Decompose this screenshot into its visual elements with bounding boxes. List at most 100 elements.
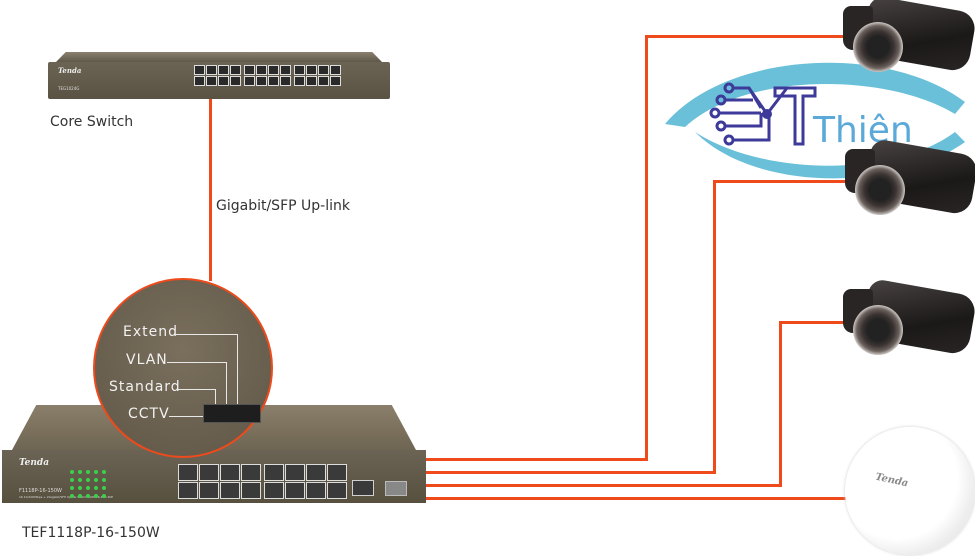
wire-camera-3-vertical [779, 321, 782, 487]
status-led [70, 478, 74, 482]
poe-port[interactable] [178, 464, 198, 481]
mode-standard: Standard [109, 379, 181, 395]
poe-port[interactable] [285, 482, 305, 499]
core-port[interactable] [206, 76, 217, 86]
poe-port[interactable] [220, 464, 240, 481]
camera-lens-icon [853, 305, 903, 355]
ip-camera-3[interactable] [843, 278, 975, 363]
core-port[interactable] [294, 65, 305, 75]
core-port[interactable] [318, 76, 329, 86]
ceiling-access-point[interactable]: Tenda [845, 427, 975, 555]
status-led [102, 486, 106, 490]
wire-camera-1-vertical [645, 35, 648, 461]
status-led [86, 478, 90, 482]
status-led [86, 494, 90, 498]
core-port[interactable] [306, 65, 317, 75]
mode-vlan-drop [226, 362, 227, 404]
camera-lens-icon [853, 22, 903, 72]
status-led [94, 486, 98, 490]
core-switch-brand: Tenda [58, 66, 82, 75]
core-port[interactable] [294, 76, 305, 86]
mode-dip-switch[interactable] [203, 404, 261, 423]
mode-extend: Extend [123, 324, 178, 340]
mode-extend-line [175, 334, 238, 335]
core-port[interactable] [218, 65, 229, 75]
core-port[interactable] [280, 76, 291, 86]
wire-camera-3 [426, 484, 782, 487]
poe-port[interactable] [264, 464, 284, 481]
poe-port[interactable] [306, 482, 326, 499]
core-port[interactable] [244, 76, 255, 86]
poe-port[interactable] [327, 464, 347, 481]
poe-port[interactable] [241, 464, 261, 481]
mode-cctv-line [169, 416, 203, 417]
wire-access-point [426, 497, 856, 500]
ip-camera-2[interactable] [845, 138, 975, 223]
access-switch-front-desc: 16 10/100Mbps + 2Gigabit/SFP Uplink Swit… [19, 495, 114, 499]
status-led [86, 470, 90, 474]
status-led [102, 470, 106, 474]
core-port[interactable] [230, 76, 241, 86]
status-led [102, 478, 106, 482]
status-led [86, 486, 90, 490]
access-switch-front: Tenda F1118P-16-150W 16 10/100Mbps + 2Gi… [2, 450, 426, 503]
uplink-wire [209, 99, 212, 281]
poe-port[interactable] [241, 482, 261, 499]
core-port[interactable] [194, 76, 205, 86]
core-port[interactable] [280, 65, 291, 75]
status-led [78, 470, 82, 474]
status-led [70, 470, 74, 474]
core-port[interactable] [230, 65, 241, 75]
core-port[interactable] [206, 65, 217, 75]
core-port[interactable] [244, 65, 255, 75]
status-led [78, 486, 82, 490]
wire-camera-2 [426, 471, 716, 474]
core-switch[interactable]: Tenda TEG1024G [48, 52, 390, 99]
mode-vlan-line [167, 362, 227, 363]
core-port[interactable] [218, 76, 229, 86]
uplink-port-g1[interactable] [352, 480, 374, 496]
ap-brand: Tenda [874, 471, 910, 490]
core-port[interactable] [256, 76, 267, 86]
access-switch-label: TEF1118P-16-150W [22, 525, 160, 541]
wire-camera-3-top [779, 321, 851, 324]
wire-camera-1 [426, 458, 648, 461]
wire-camera-2-top [713, 180, 853, 183]
poe-port[interactable] [199, 482, 219, 499]
access-switch-front-model: F1118P-16-150W [19, 488, 62, 494]
core-port[interactable] [268, 76, 279, 86]
status-led [94, 470, 98, 474]
poe-port[interactable] [178, 482, 198, 499]
status-led [78, 494, 82, 498]
mode-standard-drop [215, 389, 216, 404]
poe-port[interactable] [220, 482, 240, 499]
access-switch-brand: Tenda [19, 458, 50, 468]
core-port[interactable] [318, 65, 329, 75]
core-port[interactable] [330, 65, 341, 75]
mode-switch-callout: Extend VLAN Standard CCTV [93, 278, 273, 458]
poe-port[interactable] [285, 464, 305, 481]
status-led [102, 494, 106, 498]
access-switch[interactable]: Tenda F1118P-16-150W 16 10/100Mbps + 2Gi… [2, 405, 426, 503]
status-led [70, 486, 74, 490]
ip-camera-1[interactable] [843, 0, 975, 80]
camera-lens-icon [855, 165, 905, 215]
core-port[interactable] [268, 65, 279, 75]
poe-port[interactable] [264, 482, 284, 499]
core-port[interactable] [194, 65, 205, 75]
wire-camera-1-top [645, 35, 850, 38]
poe-port[interactable] [306, 464, 326, 481]
uplink-label: Gigabit/SFP Up-link [216, 198, 350, 214]
core-port[interactable] [256, 65, 267, 75]
status-led [94, 494, 98, 498]
core-port[interactable] [330, 76, 341, 86]
wire-camera-2-vertical [713, 180, 716, 474]
poe-port[interactable] [327, 482, 347, 499]
status-led [94, 478, 98, 482]
uplink-port-sfp1[interactable] [385, 481, 407, 496]
core-switch-top [56, 52, 382, 62]
mode-standard-line [177, 389, 216, 390]
core-port[interactable] [306, 76, 317, 86]
poe-port[interactable] [199, 464, 219, 481]
core-switch-label: Core Switch [50, 114, 134, 130]
